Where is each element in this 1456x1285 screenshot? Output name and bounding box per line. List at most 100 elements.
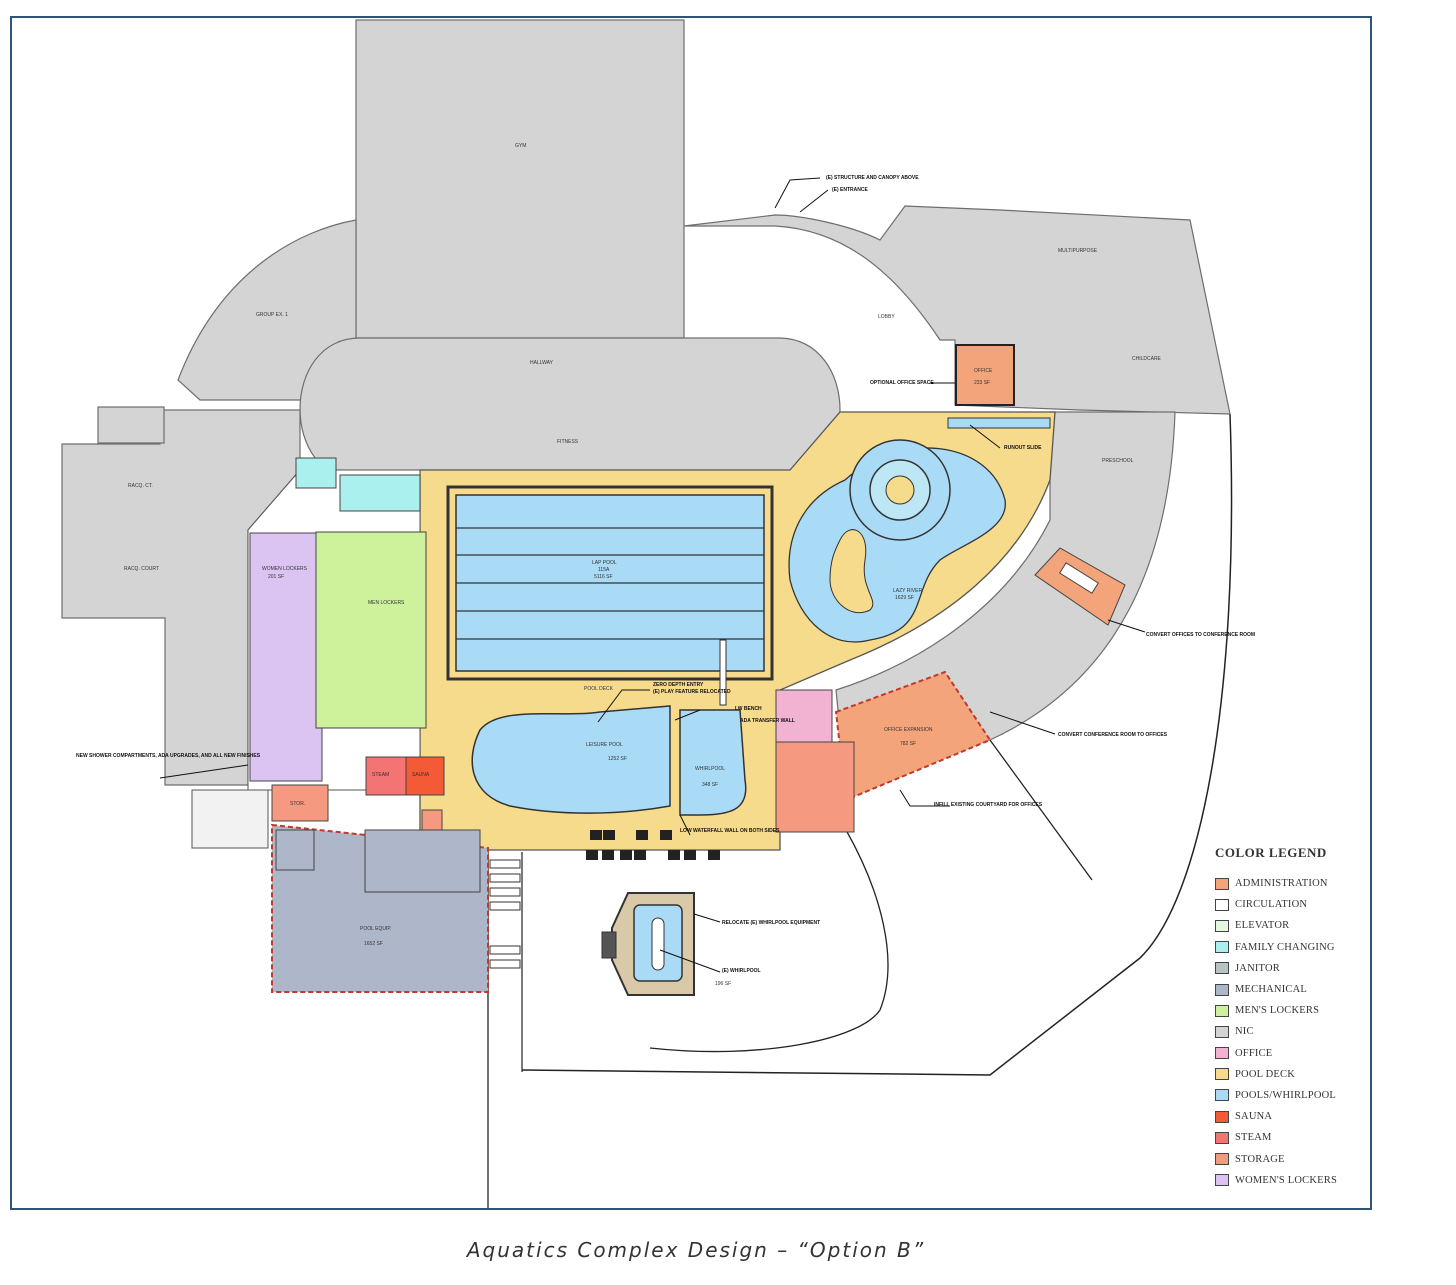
- women-lockers-label: WOMEN LOCKERS: [262, 566, 308, 572]
- hallway-label: HALLWAY: [530, 360, 554, 366]
- color-legend: COLOR LEGEND ADMINISTRATION CIRCULATION EL…: [1203, 845, 1363, 1191]
- lap-pool-border: [446, 485, 774, 681]
- legend-item: POOL DECK: [1215, 1064, 1363, 1085]
- office-expansion-label: OFFICE EXPANSION: [884, 727, 933, 733]
- lap-lanes: [456, 527, 764, 640]
- legend-swatch: [1215, 983, 1229, 996]
- legend-label: POOL DECK: [1235, 1068, 1296, 1080]
- callout-structure: (E) STRUCTURE AND CANOPY ABOVE: [826, 175, 919, 181]
- callout-new-showers: NEW SHOWER COMPARTMENTS, ADA UPGRADES, A…: [76, 753, 261, 759]
- legend-swatch: [1215, 1131, 1229, 1144]
- whirlpool: [679, 709, 747, 816]
- lap-pool-label: LAP POOL: [592, 560, 617, 566]
- family-changing: [339, 474, 421, 512]
- legend-title: COLOR LEGEND: [1215, 845, 1327, 860]
- preschool-label: PRESCHOOL: [1102, 458, 1134, 464]
- steam-room: [365, 756, 407, 796]
- callout-zero-depth: ZERO DEPTH ENTRY: [653, 682, 704, 688]
- callout-play-feature: (E) PLAY FEATURE RELOCATED: [653, 689, 731, 695]
- figure-caption: Aquatics Complex Design – “Option B”: [466, 1238, 926, 1262]
- lounge-chairs: [586, 830, 720, 860]
- group-ex-room: [177, 219, 357, 401]
- mechanical-room: [364, 829, 481, 893]
- legend-swatch: [1215, 1047, 1229, 1060]
- women-lockers-area: 201 SF: [268, 574, 284, 580]
- womens-lockers: [249, 532, 323, 782]
- legend-swatch: [1215, 898, 1229, 911]
- office-optional: [955, 344, 1015, 406]
- legend-swatch: [1215, 1089, 1229, 1102]
- sauna-label: SAUNA: [412, 772, 430, 778]
- group-ex-label: GROUP EX. 1: [256, 312, 288, 318]
- legend-item: OFFICE: [1215, 1043, 1363, 1064]
- legend-item: MEN'S LOCKERS: [1215, 1000, 1363, 1021]
- exterior-steps: [489, 859, 521, 969]
- men-lockers-label: MEN LOCKERS: [368, 600, 405, 606]
- legend-label: STORAGE: [1235, 1153, 1285, 1165]
- site-line-diag: [989, 739, 1093, 881]
- leisure-pool: [471, 705, 671, 814]
- legend-swatch: [1215, 1174, 1229, 1187]
- lazy-river-island: [829, 529, 874, 614]
- legend-swatch: [1215, 1025, 1229, 1038]
- racq-label: RACQ. CT.: [128, 483, 153, 489]
- legend-swatch: [1215, 1153, 1229, 1166]
- lazy-river-area: 1629 SF: [895, 595, 914, 601]
- legend-item: JANITOR: [1215, 958, 1363, 979]
- legend-swatch: [1215, 1110, 1229, 1123]
- callout-optional-office: OPTIONAL OFFICE SPACE: [870, 380, 934, 386]
- gym-room: [355, 19, 685, 339]
- lap-pool-no: 115A: [598, 567, 610, 573]
- office-pink: [775, 689, 833, 743]
- lobby-label: LOBBY: [878, 314, 895, 320]
- legend-label: JANITOR: [1235, 962, 1280, 974]
- callout-lw-bench: LW BENCH: [735, 706, 762, 712]
- site-curve-inner: [649, 829, 889, 1053]
- lazy-river-label: LAZY RIVER: [893, 588, 922, 594]
- janitor-room: [275, 829, 315, 871]
- slide-core: [885, 475, 915, 505]
- legend-label: POOLS/WHIRLPOOL: [1235, 1089, 1337, 1101]
- legend-swatch: [1215, 962, 1229, 975]
- pool-deck-label: POOL DECK: [584, 686, 614, 692]
- whirlpool-area: 348 SF: [702, 782, 718, 788]
- e-whirlpool-bench: [651, 917, 665, 971]
- pool-equip-area: 1652 SF: [364, 941, 383, 947]
- office-expansion: [834, 670, 992, 802]
- racq-court-label: RACQ. COURT: [124, 566, 159, 572]
- mens-lockers: [315, 531, 427, 729]
- family-changing-2: [295, 457, 337, 489]
- multipurpose-label: MULTIPURPOSE: [1058, 248, 1098, 254]
- legend-label: STEAM: [1235, 1132, 1272, 1144]
- callout-e-whirlpool: (E) WHIRLPOOL: [722, 968, 761, 974]
- lw-bench: [719, 639, 727, 706]
- e-whirlpool-stairs: [601, 931, 617, 959]
- callout-ada-transfer: ADA TRANSFER WALL: [740, 718, 795, 724]
- callout-entrance: (E) ENTRANCE: [832, 187, 868, 193]
- exterior-storage: [191, 789, 269, 849]
- leisure-pool-area: 1252 SF: [608, 756, 627, 762]
- fitness-room: [299, 337, 841, 481]
- legend-item: WOMEN'S LOCKERS: [1215, 1170, 1363, 1191]
- legend-swatch: [1215, 919, 1229, 932]
- steam-label: STEAM: [372, 772, 389, 778]
- floor-plan: GYM GROUP EX. 1 HALLWAY FITNESS LOBBY MU…: [61, 19, 1255, 1208]
- legend-swatch: [1215, 1004, 1229, 1017]
- legend-item: CIRCULATION: [1215, 894, 1363, 915]
- legend-label: WOMEN'S LOCKERS: [1235, 1174, 1338, 1186]
- lap-pool-area: 5116 SF: [594, 574, 613, 580]
- childcare-label: CHILDCARE: [1132, 356, 1162, 362]
- legend-item: STEAM: [1215, 1127, 1363, 1148]
- storage-label: STOR.: [290, 801, 305, 807]
- legend-label: ELEVATOR: [1235, 920, 1290, 932]
- conference-room: [1034, 547, 1126, 626]
- legend-label: CIRCULATION: [1235, 899, 1308, 911]
- legend-item: ADMINISTRATION: [1215, 873, 1363, 894]
- office-opt-label: OFFICE: [974, 368, 993, 374]
- legend-item: POOLS/WHIRLPOOL: [1215, 1085, 1363, 1106]
- legend-item: SAUNA: [1215, 1106, 1363, 1127]
- site-curve-outer: [521, 413, 1233, 1076]
- legend-swatch: [1215, 941, 1229, 954]
- legend-swatch: [1215, 1068, 1229, 1081]
